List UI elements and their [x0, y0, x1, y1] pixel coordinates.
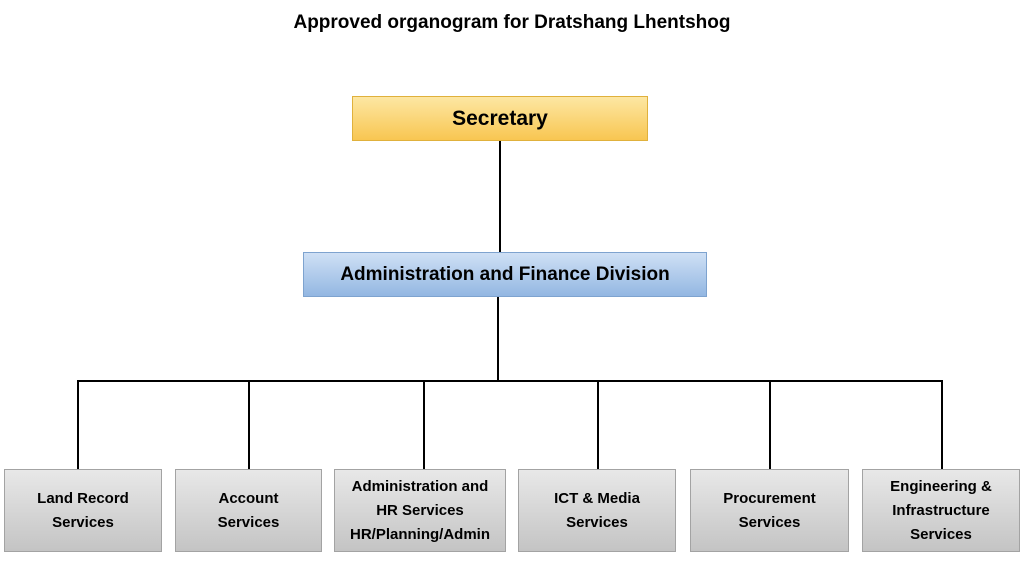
diagram-title: Approved organogram for Dratshang Lhents…: [293, 12, 731, 33]
node-administration-finance-division: Administration and Finance Division: [303, 252, 707, 297]
node-ict-media-services: ICT & Media Services: [518, 469, 676, 552]
node-unit-label: Land Record Services: [37, 489, 129, 531]
node-unit-label: ICT & Media Services: [554, 489, 640, 531]
node-division-label: Administration and Finance Division: [340, 263, 670, 285]
node-secretary: Secretary: [352, 96, 648, 141]
node-unit-label: Administration and HR Services HR/Planni…: [350, 477, 490, 543]
node-land-record-services: Land Record Services: [4, 469, 162, 552]
node-unit-label: Engineering & Infrastructure Services: [890, 477, 992, 543]
node-secretary-label: Secretary: [452, 106, 548, 130]
node-administration-hr-services: Administration and HR Services HR/Planni…: [334, 469, 506, 552]
node-account-services: Account Services: [175, 469, 322, 552]
node-engineering-infrastructure-services: Engineering & Infrastructure Services: [862, 469, 1020, 552]
node-unit-label: Procurement Services: [723, 489, 816, 531]
node-unit-label: Account Services: [217, 489, 280, 531]
node-procurement-services: Procurement Services: [690, 469, 849, 552]
